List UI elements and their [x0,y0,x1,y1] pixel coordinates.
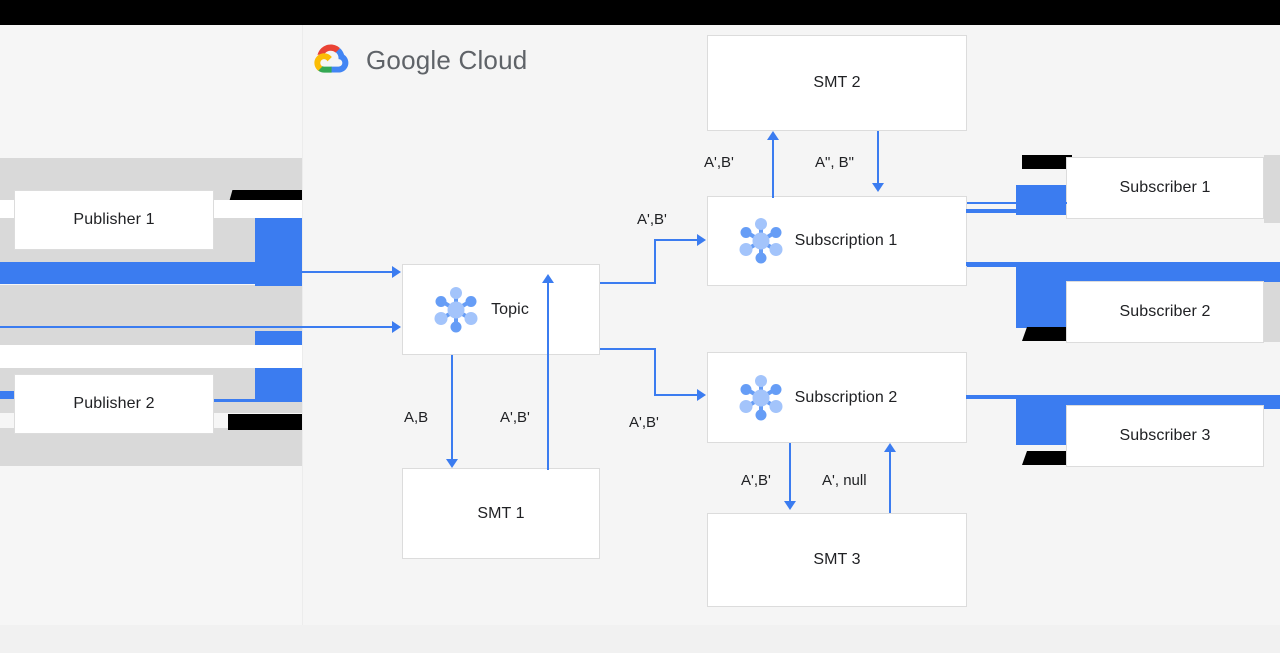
arrowhead-topic-to-sub2 [697,389,706,401]
arrowhead-publisher1-to-topic [392,266,401,278]
edge-topic-to-sub1-seg2 [654,239,656,284]
canvas-left-divider [302,25,303,625]
edge-sub2-to-subscriber3 [967,397,1280,399]
node-label: Subscriber 1 [1119,179,1211,196]
edge-sub2-to-smt3 [789,443,791,502]
arrowhead-sub2-to-smt3 [784,501,796,510]
artifact-redaction-bar-5 [1022,451,1072,465]
node-subscription-1[interactable]: Subscription 1 [707,196,967,286]
node-subscriber-1[interactable]: Subscriber 1 [1066,157,1264,219]
node-label: Publisher 1 [73,211,155,228]
pubsub-hub-icon [425,279,487,341]
node-subscription-2[interactable]: Subscription 2 [707,352,967,443]
edge-label-smt3-to-subscription2: A', null [822,472,867,489]
arrowhead-publisher2-to-topic [392,321,401,333]
artifact-redaction-bar-2 [228,414,302,430]
node-subscriber-3[interactable]: Subscriber 3 [1066,405,1264,467]
edge-label-smt2-to-subscription1: A", B" [815,154,854,171]
edge-publisher1-to-topic [0,271,392,273]
node-smt-2[interactable]: SMT 2 [707,35,967,131]
node-label: SMT 3 [813,551,861,568]
node-topic[interactable]: Topic [402,264,600,355]
node-subscriber-2[interactable]: Subscriber 2 [1066,281,1264,343]
artifact-white-band-2 [0,345,302,368]
arrowhead-sub1-to-smt2 [767,131,779,140]
arrowhead-topic-to-sub1 [697,234,706,246]
node-publisher-1[interactable]: Publisher 1 [14,190,214,250]
arrowhead-smt2-to-sub1 [872,183,884,192]
artifact-blue-block-right-3 [1016,409,1072,445]
google-cloud-logo-icon [310,40,354,81]
pubsub-hub-icon [730,367,792,429]
node-label: SMT 1 [477,504,525,522]
arrowhead-smt1-to-topic [542,274,554,283]
edge-topic-to-sub1-seg1 [600,282,656,284]
edge-topic-to-sub1-seg3 [654,239,698,241]
artifact-blue-thin-right-1 [966,209,1072,213]
node-label: Subscription 2 [794,388,898,406]
google-cloud-logo-text: Google Cloud [366,45,528,75]
arrowhead-smt3-to-sub2 [884,443,896,452]
edge-label-topic-to-subscription1: A',B' [637,211,667,228]
node-label: Topic [491,300,529,318]
edge-label-subscription1-to-smt2: A',B' [704,154,734,171]
artifact-redaction-bar-4 [1022,327,1072,341]
artifact-blue-thin-right-2 [966,262,1026,266]
edge-label-smt1-to-topic: A',B' [500,409,530,426]
edge-topic-to-sub2-seg3 [654,394,698,396]
artifact-blue-bar-left-1 [0,262,302,284]
artifact-blue-bar-right-1 [1016,262,1280,282]
pubsub-hub-icon [730,210,792,272]
edge-topic-to-smt1 [451,355,453,460]
artifact-blue-thin-left-3 [0,391,14,399]
artifact-gray-right-2 [1264,282,1280,342]
node-publisher-2[interactable]: Publisher 2 [14,374,214,434]
artifact-gray-right-1 [1264,155,1280,223]
bottom-band [0,625,1280,653]
edge-smt1-to-topic [547,283,549,470]
edge-sub1-to-subscriber1 [967,202,1067,204]
node-smt-3[interactable]: SMT 3 [707,513,967,607]
artifact-gray-band-3 [0,285,302,345]
node-label: Subscriber 3 [1119,427,1211,444]
edge-topic-to-sub2-seg2 [654,348,656,396]
artifact-blue-block-right-2 [1016,282,1072,328]
artifact-blue-thin-left-2 [210,399,302,402]
arrowhead-topic-to-smt1 [446,459,458,468]
node-label: Subscriber 2 [1119,303,1211,320]
google-cloud-logo: Google Cloud [310,40,527,81]
artifact-redaction-bar-3 [1022,155,1072,169]
edge-publisher2-to-topic [0,326,392,328]
edge-smt2-to-sub1 [877,131,879,184]
edge-sub1-to-subscriber2 [967,265,1280,267]
top-black-bar [0,0,1280,25]
node-label: SMT 2 [813,74,861,91]
edge-sub1-to-smt2 [772,140,774,198]
node-label: Subscription 1 [794,232,898,249]
edge-topic-to-sub2-seg1 [600,348,656,350]
node-smt-1[interactable]: SMT 1 [402,468,600,559]
edge-smt3-to-sub2 [889,452,891,513]
edge-label-topic-to-smt1: A,B [404,409,429,426]
edge-label-subscription2-to-smt3: A',B' [741,472,771,489]
node-label: Publisher 2 [73,395,155,412]
artifact-gray-band-5 [0,428,302,466]
edge-label-topic-to-subscription2: A',B' [629,414,659,431]
